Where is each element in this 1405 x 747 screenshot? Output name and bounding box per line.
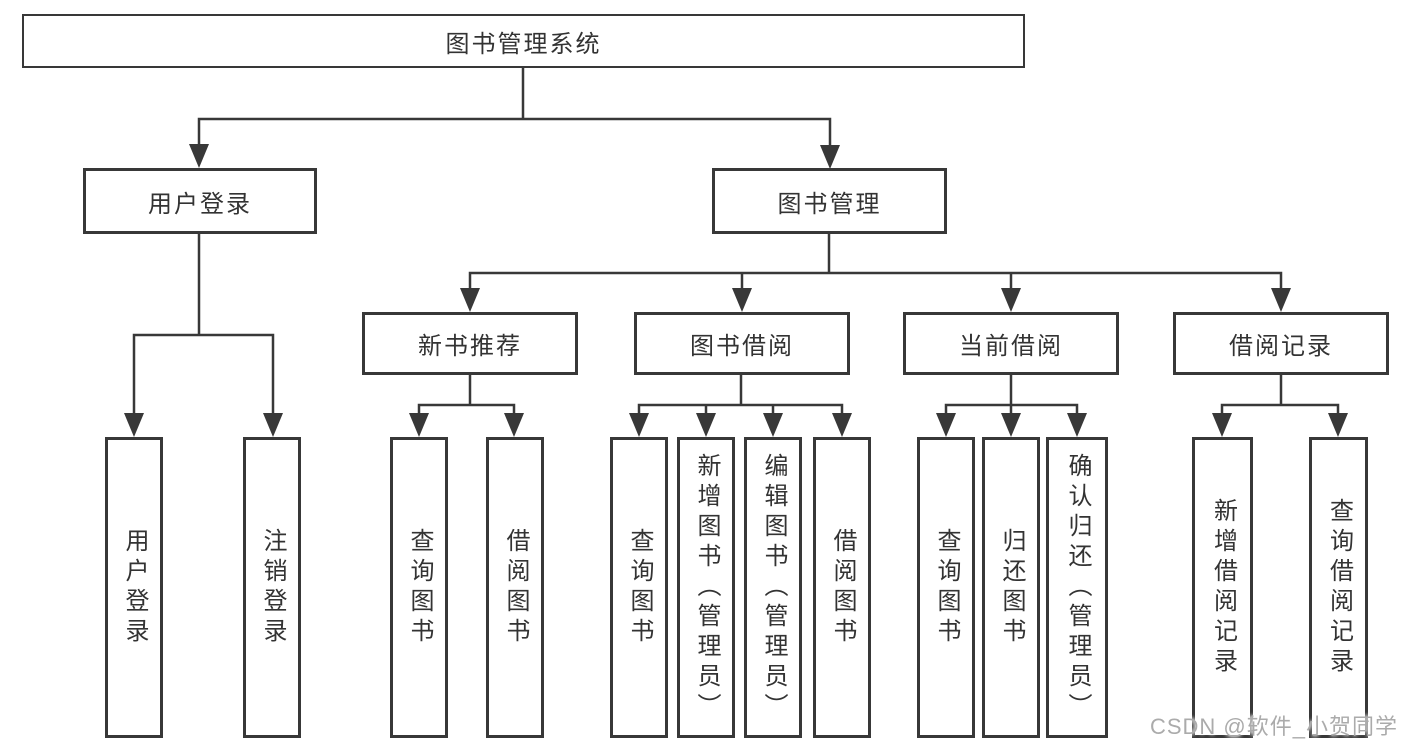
- leaf-query-books-current: 查询图书: [917, 437, 975, 738]
- leaf-label: 注销登录: [259, 527, 286, 648]
- leaf-label: 查询图书: [406, 527, 433, 648]
- leaf-label: 新增图书（管理员）: [693, 452, 720, 723]
- leaf-user-login: 用户登录: [105, 437, 163, 738]
- leaf-label: 借阅图书: [829, 527, 856, 648]
- leaf-return-books: 归还图书: [982, 437, 1040, 738]
- leaf-query-books-recommend: 查询图书: [390, 437, 448, 738]
- leaf-logout: 注销登录: [243, 437, 301, 738]
- node-label: 当前借阅: [959, 333, 1063, 360]
- leaf-label: 借阅图书: [502, 527, 529, 648]
- leaf-label: 编辑图书（管理员）: [760, 452, 787, 723]
- leaf-query-books-borrowing: 查询图书: [610, 437, 668, 738]
- leaf-query-borrow-record: 查询借阅记录: [1309, 437, 1368, 738]
- leaf-label: 查询图书: [933, 527, 960, 648]
- node-label: 新书推荐: [418, 333, 522, 360]
- node-library-management-system: 图书管理系统: [22, 14, 1025, 68]
- node-book-borrowing: 图书借阅: [634, 312, 850, 375]
- leaf-add-borrow-record: 新增借阅记录: [1192, 437, 1253, 738]
- node-user-login: 用户登录: [83, 168, 317, 234]
- leaf-label: 查询图书: [626, 527, 653, 648]
- leaf-borrow-books-borrowing: 借阅图书: [813, 437, 871, 738]
- node-borrowing-records: 借阅记录: [1173, 312, 1389, 375]
- leaf-label: 确认归还（管理员）: [1064, 452, 1091, 723]
- node-label: 用户登录: [148, 190, 252, 218]
- node-book-management: 图书管理: [712, 168, 947, 234]
- leaf-label: 新增借阅记录: [1209, 497, 1237, 678]
- leaf-add-book-admin: 新增图书（管理员）: [677, 437, 735, 738]
- node-current-borrowing: 当前借阅: [903, 312, 1119, 375]
- leaf-label: 用户登录: [121, 527, 148, 648]
- leaf-confirm-return-admin: 确认归还（管理员）: [1046, 437, 1108, 738]
- node-new-book-recommendation: 新书推荐: [362, 312, 578, 375]
- leaf-edit-book-admin: 编辑图书（管理员）: [744, 437, 802, 738]
- leaf-label: 查询借阅记录: [1325, 497, 1353, 678]
- leaf-label: 归还图书: [998, 527, 1025, 648]
- node-label: 图书管理系统: [445, 30, 602, 58]
- node-label: 图书管理: [777, 190, 882, 218]
- csdn-watermark: CSDN @软件_小贺同学: [1149, 714, 1398, 739]
- leaf-borrow-books-recommend: 借阅图书: [486, 437, 544, 738]
- node-label: 图书借阅: [690, 333, 794, 360]
- node-label: 借阅记录: [1229, 333, 1333, 360]
